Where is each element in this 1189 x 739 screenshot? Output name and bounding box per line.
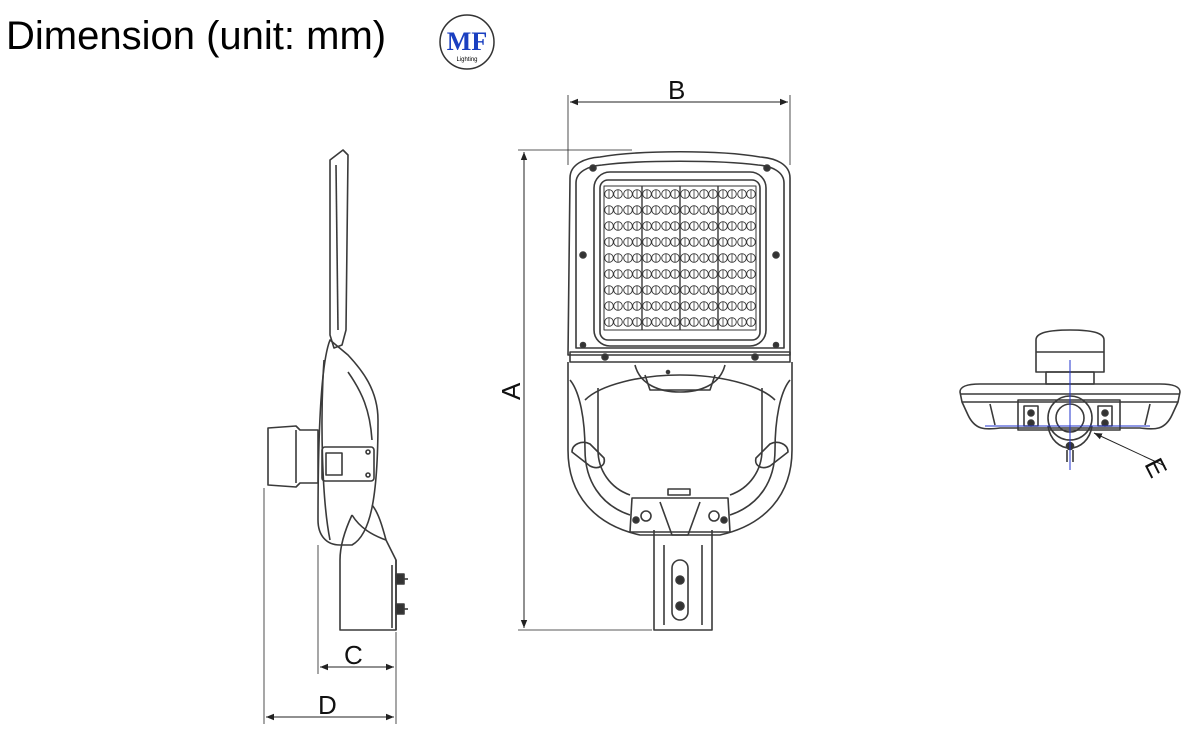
logo-subtext: Lighting bbox=[456, 57, 477, 63]
dimension-label-e: E bbox=[1139, 453, 1174, 482]
side-view bbox=[267, 149, 408, 631]
end-dimensions bbox=[1093, 432, 1166, 467]
page-title: Dimension (unit: mm) bbox=[6, 14, 387, 58]
dimension-label-b: B bbox=[668, 75, 685, 105]
mf-lighting-logo: MF Lighting bbox=[439, 14, 495, 70]
end-view-centerlines bbox=[985, 360, 1150, 470]
front-view bbox=[567, 150, 793, 631]
dimension-label-c: C bbox=[344, 640, 363, 670]
side-dimensions bbox=[263, 488, 397, 724]
dimension-label-d: D bbox=[318, 690, 337, 720]
dimension-label-a: A bbox=[496, 382, 526, 400]
front-dimensions bbox=[518, 95, 791, 631]
logo-letters: MF bbox=[447, 27, 487, 56]
